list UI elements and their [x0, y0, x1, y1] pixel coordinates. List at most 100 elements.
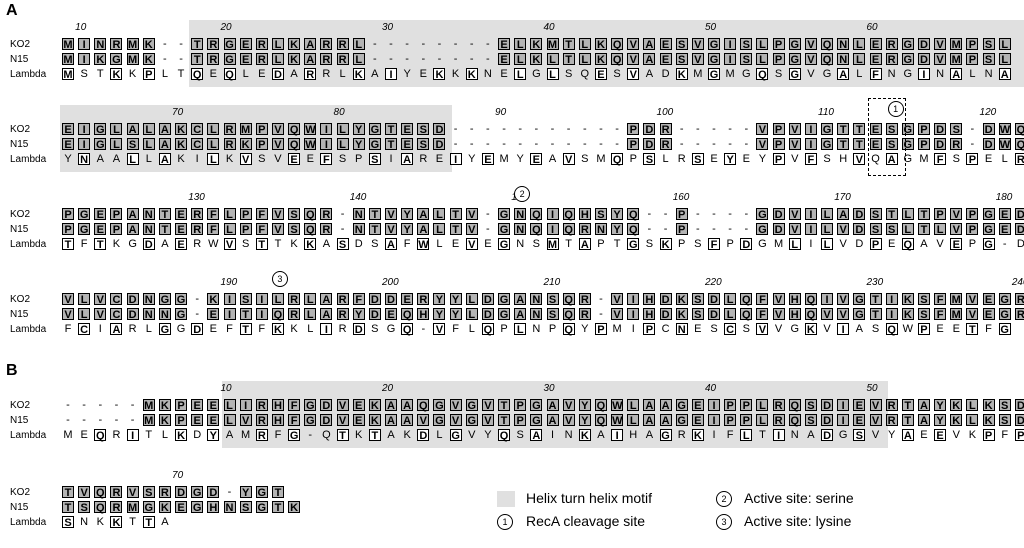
residue: Q	[804, 308, 817, 321]
residue: -	[599, 138, 603, 150]
residue: G	[498, 238, 511, 251]
legend-lysine-circle-icon: 3	[716, 514, 732, 530]
residue: T	[94, 238, 107, 251]
residue: E	[853, 414, 866, 427]
residue: V	[934, 38, 947, 51]
residue: G	[659, 429, 672, 442]
residue: L	[433, 208, 446, 221]
residue: E	[209, 68, 218, 80]
residue: A	[112, 153, 121, 165]
residue: V	[449, 399, 462, 412]
residue: D	[354, 238, 363, 250]
sequence-name: Lambda	[10, 517, 47, 528]
residue: A	[643, 53, 656, 66]
residue: T	[385, 138, 397, 151]
residue: V	[839, 238, 847, 250]
residue: G	[465, 414, 478, 427]
residue: I	[78, 138, 91, 151]
residue: G	[901, 38, 914, 51]
residue: -	[970, 123, 975, 135]
sequence-name: Lambda	[10, 239, 47, 250]
residue: -	[82, 414, 86, 426]
sequence-name: KO2	[10, 39, 31, 50]
residue: P	[597, 238, 605, 250]
residue: G	[175, 308, 188, 321]
residue: K	[290, 323, 298, 335]
residue: P	[772, 138, 785, 151]
residue: N	[142, 208, 155, 221]
residue: P	[724, 414, 737, 427]
residue: K	[594, 53, 607, 66]
residue: E	[887, 238, 896, 250]
residue: P	[724, 399, 737, 412]
residue: E	[936, 323, 944, 335]
residue: V	[417, 414, 430, 427]
residue: N	[223, 501, 236, 514]
residue: A	[514, 308, 527, 321]
residue: -	[98, 414, 103, 426]
residue: G	[498, 308, 511, 321]
residue: T	[562, 38, 575, 51]
residue: G	[838, 429, 848, 441]
residue: P	[917, 123, 930, 136]
residue: Q	[530, 223, 543, 236]
residue: I	[389, 153, 393, 165]
residue: G	[433, 414, 446, 427]
residue: E	[659, 53, 672, 66]
residue: G	[903, 68, 913, 80]
residue: R	[110, 486, 123, 499]
residue: M	[239, 123, 252, 136]
residue: -	[744, 138, 749, 150]
residue: D	[708, 308, 720, 321]
residue: V	[481, 414, 494, 427]
residue: G	[901, 53, 914, 66]
residue: F	[258, 323, 266, 335]
residue: G	[853, 308, 866, 321]
residue: L	[307, 323, 314, 335]
residue: K	[271, 323, 284, 336]
residue: A	[546, 414, 559, 427]
residue: A	[385, 399, 397, 412]
residue: Q	[871, 153, 880, 165]
residue: Y	[724, 153, 737, 166]
residue: E	[207, 399, 220, 412]
residue: F	[255, 208, 268, 221]
residue: T	[837, 138, 850, 151]
residue: T	[368, 429, 381, 442]
residue: G	[255, 486, 268, 499]
residue: T	[191, 38, 204, 51]
position-number: 210	[543, 277, 561, 288]
residue: R	[950, 138, 963, 151]
residue: T	[158, 208, 171, 221]
residue: G	[191, 501, 204, 514]
residue: G	[255, 501, 268, 514]
residue: P	[255, 138, 268, 151]
residue: S	[823, 153, 831, 165]
residue: Y	[516, 153, 524, 165]
residue: P	[726, 238, 734, 250]
residue: L	[436, 238, 443, 250]
residue: A	[901, 429, 914, 442]
residue: -	[599, 308, 603, 320]
residue: N	[516, 238, 525, 250]
residue: -	[405, 53, 409, 65]
residue: L	[853, 38, 866, 51]
residue: D	[417, 429, 430, 442]
residue: R	[207, 38, 220, 51]
residue: T	[885, 208, 898, 221]
residue: P	[917, 138, 930, 151]
residue: R	[772, 399, 785, 412]
residue: F	[64, 323, 72, 335]
residue: A	[950, 68, 963, 81]
residue: G	[110, 53, 123, 66]
residue: Y	[352, 308, 365, 321]
residue: R	[885, 414, 898, 427]
residue: T	[129, 516, 136, 528]
residue: C	[724, 323, 737, 336]
residue: R	[677, 153, 686, 165]
residue: E	[998, 223, 1011, 236]
position-number: 240	[1011, 277, 1024, 288]
residue: V	[871, 429, 880, 441]
residue: V	[611, 293, 624, 306]
residue: V	[950, 208, 963, 221]
